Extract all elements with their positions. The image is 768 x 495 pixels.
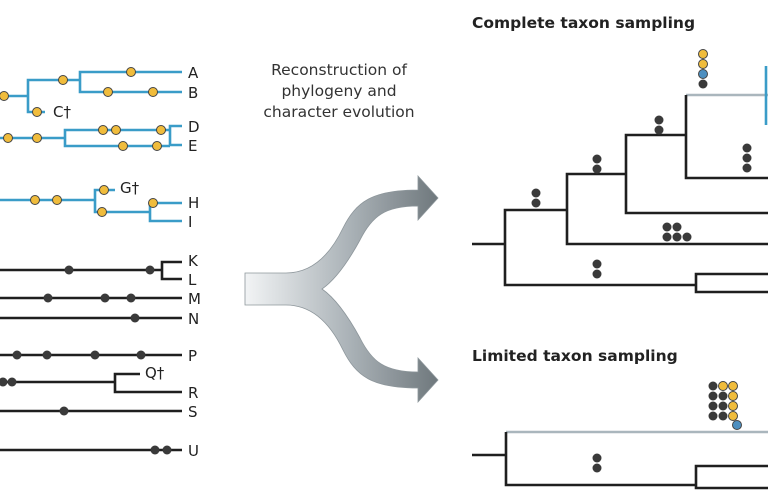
taxon-label-r: R <box>188 384 198 402</box>
complete-sampling-tree <box>472 66 768 294</box>
split-arrow-icon <box>244 174 439 404</box>
limited-sampling-title: Limited taxon sampling <box>472 347 678 365</box>
left-black-dots <box>0 265 172 455</box>
taxon-label-a: A <box>188 64 199 82</box>
taxon-label-k: K <box>188 252 199 270</box>
taxon-label-c: C† <box>53 103 71 121</box>
left-blue-dots <box>0 67 166 217</box>
complete-sampling-title: Complete taxon sampling <box>472 14 695 32</box>
taxon-label-e: E <box>188 137 197 155</box>
taxon-label-l: L <box>188 271 197 289</box>
left-blue-clades <box>0 70 182 223</box>
limited-sampling-dots <box>592 381 742 473</box>
taxon-label-u: U <box>188 442 199 460</box>
taxon-label-g: G† <box>120 179 140 197</box>
taxon-labels: A B C† D E G† H I K L M N P Q† R S U <box>53 64 201 460</box>
caption-line-3: character evolution <box>263 103 414 121</box>
taxon-label-q: Q† <box>145 364 165 382</box>
reconstruction-caption: Reconstruction of phylogeny and characte… <box>263 61 414 121</box>
complete-sampling-dots <box>531 49 752 279</box>
caption-line-2: phylogeny and <box>281 82 396 100</box>
caption-line-1: Reconstruction of <box>271 61 407 79</box>
limited-sampling-tree <box>472 430 768 490</box>
taxon-label-m: M <box>188 290 201 308</box>
taxon-label-b: B <box>188 84 198 102</box>
taxon-label-i: I <box>188 213 192 231</box>
taxon-label-s: S <box>188 403 198 421</box>
taxon-label-h: H <box>188 194 199 212</box>
taxon-label-d: D <box>188 118 200 136</box>
taxon-label-n: N <box>188 310 199 328</box>
taxon-label-p: P <box>188 347 197 365</box>
